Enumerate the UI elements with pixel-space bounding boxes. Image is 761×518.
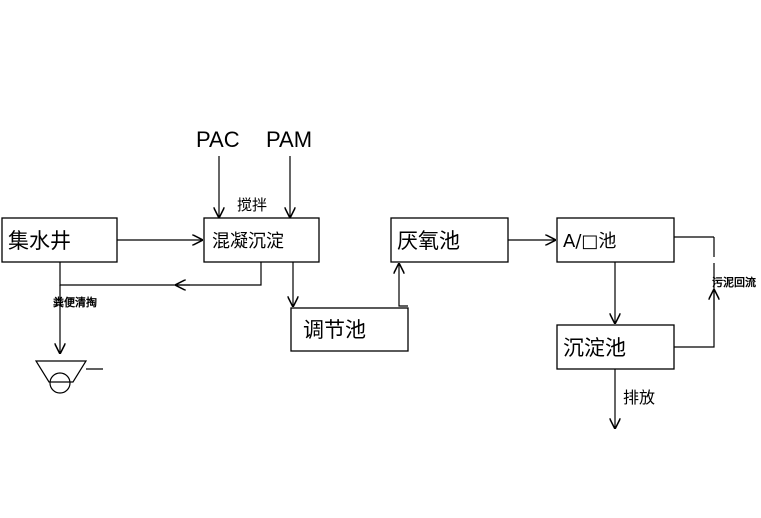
node-anaerobic-tank-label: 厌氧池 [397,229,460,253]
return-line [59,262,262,286]
node-sedimentation-tank: 沉淀池 [556,324,675,370]
flow-arrow-regulating-to-anaerobic [399,264,408,307]
input-pac-label: PAC [196,127,240,152]
node-collection-well-label: 集水井 [8,229,71,253]
discharge-label: 排放 [623,388,655,407]
manure-cleaning-label: 粪便清掏 [53,295,97,309]
node-regulating-tank: 调节池 [290,307,409,352]
input-pam-label: PAM [266,127,312,152]
node-ao-tank: A/□池 [556,217,675,263]
sludge-return-label: 污泥回流 [712,275,756,289]
node-anaerobic-tank: 厌氧池 [390,217,509,263]
node-collection-well: 集水井 [1,217,118,263]
node-coagulation-sedimentation: 混凝沉淀 [203,217,320,263]
node-sedimentation-tank-label: 沉淀池 [563,336,626,360]
node-regulating-tank-label: 调节池 [303,318,366,342]
cart-icon [34,360,103,394]
node-ao-tank-label: A/□池 [563,231,616,252]
node-coagulation-sedimentation-label: 混凝沉淀 [212,231,284,252]
stirring-label: 搅拌 [237,196,267,214]
sludge-return-line [674,263,715,348]
